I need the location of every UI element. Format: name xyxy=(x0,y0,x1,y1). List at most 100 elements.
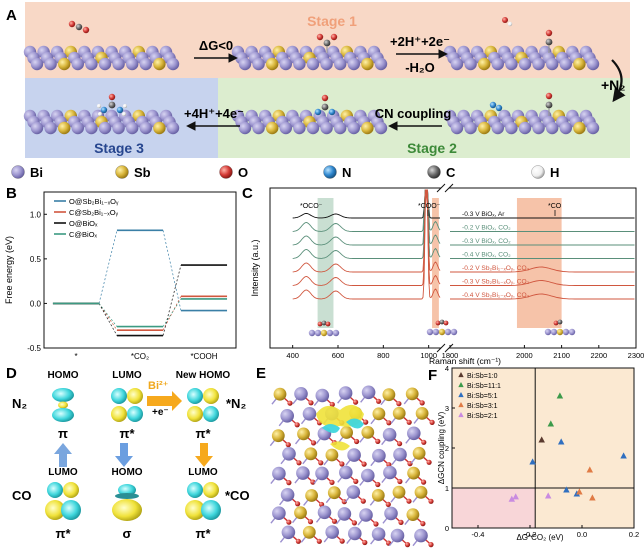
bi-atom xyxy=(166,57,180,71)
panel-label-a: A xyxy=(6,7,17,24)
bi-atom xyxy=(294,387,308,401)
adsorbate-co2-bound xyxy=(316,33,338,53)
o-atom xyxy=(419,400,425,406)
sb-atom xyxy=(294,506,307,520)
orbital-n2-homo xyxy=(52,388,74,422)
chart-c-xtick-label: 400 xyxy=(286,351,299,360)
legend-atom-bi-label: Bi xyxy=(30,165,43,180)
o-atom xyxy=(375,481,381,488)
chart-c-inset-model xyxy=(544,319,576,336)
energy-connector xyxy=(162,298,182,327)
legend-atom-h-label: H xyxy=(550,165,559,180)
orbital-co-lumo xyxy=(45,482,81,520)
chart-c-xtick-label: 2200 xyxy=(590,351,607,360)
o-atom xyxy=(421,439,427,445)
o-atom xyxy=(429,419,435,425)
step-h-label-bottom: -H₂O xyxy=(405,60,435,75)
chart-c-spectrum-right xyxy=(450,266,635,273)
sb-atom xyxy=(305,489,318,502)
sb-atom xyxy=(57,57,71,71)
bi-atom xyxy=(393,447,407,462)
bi-atom xyxy=(464,57,477,71)
chart-f-ytick-label: 0 xyxy=(445,524,449,533)
chart-f-point xyxy=(556,392,564,399)
step-h-label-top: +2H⁺+2e⁻ xyxy=(390,34,450,49)
bi-atom xyxy=(359,508,373,522)
sb-atom xyxy=(406,508,420,521)
bi-atom xyxy=(384,506,398,521)
sb-atom xyxy=(273,387,287,401)
chart-c-spectrum-left xyxy=(292,189,441,300)
catalyst-slab-2 xyxy=(231,45,388,71)
o-atom xyxy=(351,520,357,526)
inset-atom xyxy=(308,329,316,337)
inset-atom xyxy=(553,320,559,326)
legend-atom-c-label: C xyxy=(446,165,456,180)
panel-label-c: C xyxy=(242,185,253,202)
legend-atom-bi-swatch xyxy=(11,165,25,179)
chart-b-ylabel: Free energy (eV) xyxy=(4,236,14,304)
chart-b-legend-label: C@BiOₓ xyxy=(69,230,98,239)
bi-atom xyxy=(139,121,152,135)
orbital-co-new xyxy=(185,482,221,520)
bi-atom xyxy=(44,57,57,71)
sb-atom xyxy=(371,489,385,502)
o-atom xyxy=(286,480,292,486)
bi-atom xyxy=(279,57,292,71)
chart-f-point xyxy=(620,452,627,459)
chart-c-ylabel: Intensity (a.u.) xyxy=(250,239,260,296)
chart-c-spectrum-left xyxy=(292,189,440,219)
o-atom xyxy=(406,498,412,504)
chart-c-series-label: -0.4 V BiOₓ, CO₂ xyxy=(462,252,511,259)
catalyst-slab-6 xyxy=(23,109,180,135)
row-n2-label: N₂ xyxy=(12,396,27,411)
bi-atom xyxy=(382,427,397,442)
sb-atom xyxy=(266,121,279,135)
bi-atom xyxy=(281,525,296,540)
o-atom xyxy=(339,538,345,544)
bi-atom xyxy=(334,121,347,135)
chart-c-xtick-label: 1800 xyxy=(442,351,459,360)
chart-b-series-4 xyxy=(52,298,228,328)
sb-atom xyxy=(340,426,353,439)
chart-c-band-cooh xyxy=(432,198,439,328)
step-dg-label: ΔG<0 xyxy=(199,38,233,53)
o-atom xyxy=(341,499,347,505)
bi-atom xyxy=(272,506,286,520)
inset-atom xyxy=(332,329,340,337)
chart-c-spectrum-left xyxy=(292,189,441,259)
chart-b-legend-label: O@Sb₂Bi₁₋ₓOᵧ xyxy=(69,197,119,206)
bi-atom xyxy=(347,121,360,135)
energy-connector xyxy=(162,230,182,311)
chart-b-ytick-label: 0.0 xyxy=(30,299,42,308)
o-atom xyxy=(428,542,434,548)
bi-atom xyxy=(315,466,329,481)
o-atom xyxy=(339,461,345,467)
chart-f-legend-label: Bi:Sb=1:0 xyxy=(467,373,498,380)
chart-f-legend-swatch xyxy=(458,412,464,418)
chart-f-ytick-label: 4 xyxy=(445,364,449,373)
chart-c-peak-label-ocoo: *OCO⁻ xyxy=(300,203,323,210)
bi-atom xyxy=(518,57,532,71)
orbital-co-homo xyxy=(112,484,142,521)
o-atom xyxy=(385,501,391,507)
catalyst-slab-4 xyxy=(443,109,600,135)
panel-e: E xyxy=(256,365,435,548)
bi-atom xyxy=(280,488,295,502)
symbol-sigma: σ xyxy=(123,526,132,541)
bi-atom xyxy=(450,121,464,135)
energy-connector xyxy=(162,265,182,336)
inset-atom xyxy=(443,320,449,326)
step-n2-label: +N₂ xyxy=(601,77,626,93)
panel-label-d: D xyxy=(6,365,17,382)
inset-atom xyxy=(556,328,564,336)
chart-f-legend-label: Bi:Sb=3:1 xyxy=(467,403,498,410)
o-atom xyxy=(354,438,360,445)
bi-atom xyxy=(238,121,252,135)
symbol-pi-star-3: π* xyxy=(55,526,71,541)
o-atom xyxy=(386,420,392,426)
catalyst-slab-5 xyxy=(231,109,388,135)
mo-lumo-label-2: LUMO xyxy=(48,467,78,478)
bi-atom xyxy=(98,57,112,71)
